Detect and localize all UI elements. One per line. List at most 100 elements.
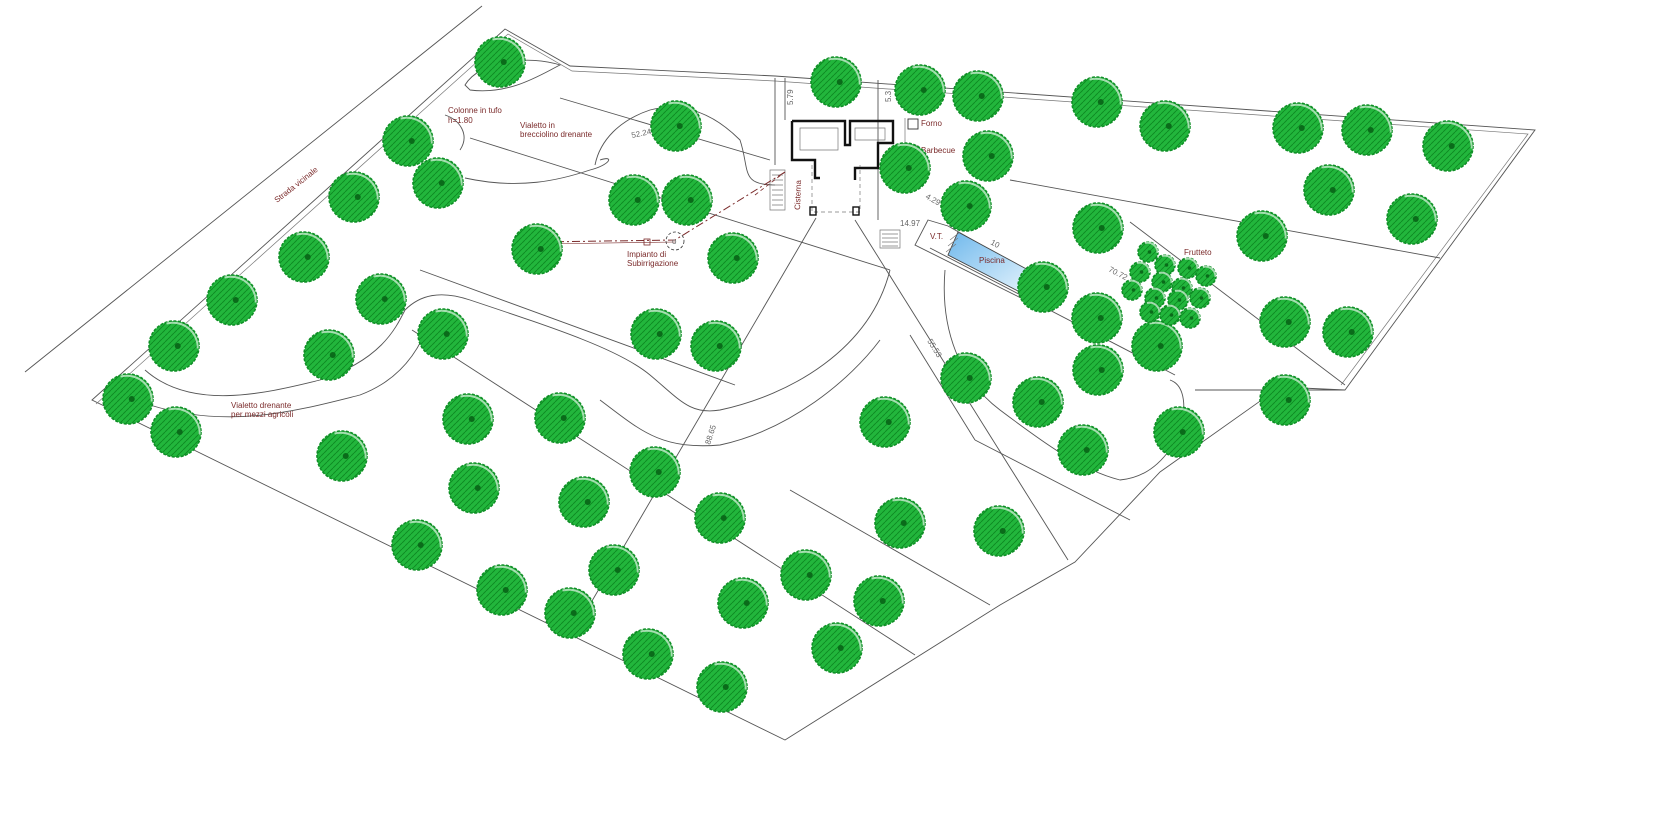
label-piscina: Piscina [979,256,1005,265]
tree-symbol-icon [1012,376,1064,428]
label-vialetto-2: brecciolino drenante [520,130,593,139]
trees [102,36,1474,713]
tree-symbol-icon [1072,344,1124,396]
tree-symbol-icon [558,476,610,528]
tree-symbol-icon [417,308,469,360]
tree-symbol-icon [303,329,355,381]
tree-symbol-icon [622,628,674,680]
tree-symbol-icon [1137,241,1159,263]
tree-symbol-icon [1159,304,1181,326]
tree-symbol-icon [962,130,1014,182]
tree-symbol-icon [940,352,992,404]
label-colonne-2: h=1.80 [448,116,473,125]
label-impianto-1: Impianto di [627,250,666,259]
tree-symbol-icon [853,575,905,627]
svg-text:o: o [672,237,677,246]
tree-symbol-icon [382,115,434,167]
tree-symbol-icon [474,36,526,88]
tree-symbol-icon [629,446,681,498]
tree-symbol-icon [894,64,946,116]
label-vialetto-agr-1: Vialetto drenante [231,401,292,410]
tree-symbol-icon [1139,301,1161,323]
tree-symbol-icon [1236,210,1288,262]
tree-symbol-icon [1272,102,1324,154]
tree-symbol-icon [1121,279,1143,301]
dim-70-72: 70.72 [1107,265,1129,283]
tree-symbol-icon [150,406,202,458]
tree-symbol-icon [1179,307,1201,329]
tree-symbol-icon [476,564,528,616]
tree-symbol-icon [859,396,911,448]
tree-symbol-icon [1153,406,1205,458]
tree-symbol-icon [1259,374,1311,426]
dim-14-97: 14.97 [900,219,921,228]
tree-symbol-icon [696,661,748,713]
tree-symbol-icon [1195,265,1217,287]
tree-symbol-icon [1386,193,1438,245]
tree-symbol-icon [630,308,682,360]
road-edge [24,5,483,373]
dim-52-24: 52.24 [631,127,653,140]
tree-symbol-icon [661,174,713,226]
tree-symbol-icon [1341,104,1393,156]
tree-symbol-icon [448,462,500,514]
irrigation-line: o [539,171,786,251]
tree-symbol-icon [1131,320,1183,372]
label-strada: Strada vicinale [273,165,320,205]
tree-symbol-icon [148,320,200,372]
tree-symbol-icon [278,231,330,283]
dim-55-53: 55.53 [925,337,944,359]
tree-symbol-icon [355,273,407,325]
tree-symbol-icon [1057,424,1109,476]
dim-5-3: 5.3 [884,90,893,102]
tree-symbol-icon [879,142,931,194]
label-vt: V.T. [930,232,943,241]
tree-symbol-icon [940,180,992,232]
tree-symbol-icon [1017,261,1069,313]
tree-symbol-icon [102,373,154,425]
label-forno: Forno [921,119,942,128]
tree-symbol-icon [1422,120,1474,172]
tree-symbol-icon [1259,296,1311,348]
tree-symbol-icon [1189,287,1211,309]
tree-symbol-icon [206,274,258,326]
irrigation-tank-icon [665,231,685,251]
tree-symbol-icon [328,171,380,223]
label-vialetto-1: Vialetto in [520,121,555,130]
tree-symbol-icon [810,56,862,108]
property-boundary [91,28,1536,741]
label-colonne-1: Colonne in tufo [448,106,502,115]
label-barbecue: Barbecue [921,146,956,155]
tree-symbol-icon [1177,257,1199,279]
tree-symbol-icon [316,430,368,482]
tree-symbol-icon [391,519,443,571]
tree-symbol-icon [1071,292,1123,344]
tree-symbol-icon [442,393,494,445]
dim-4-29: 4.29 [924,192,942,208]
tree-symbol-icon [694,492,746,544]
tree-symbol-icon [952,70,1004,122]
tree-symbol-icon [1139,100,1191,152]
tree-symbol-icon [1303,164,1355,216]
label-cisterna: Cisterna [793,179,803,210]
tree-symbol-icon [511,223,563,275]
dim-88-65: 88.65 [703,423,718,445]
tree-symbol-icon [534,392,586,444]
tree-symbol-icon [874,497,926,549]
tree-symbol-icon [588,544,640,596]
tree-symbol-icon [707,232,759,284]
tree-symbol-icon [1322,306,1374,358]
tree-symbol-icon [650,100,702,152]
tree-symbol-icon [412,157,464,209]
tree-symbol-icon [1071,76,1123,128]
tree-symbol-icon [1072,202,1124,254]
label-frutteto: Frutteto [1184,248,1212,257]
tree-symbol-icon [811,622,863,674]
label-vialetto-agr-2: per mezzi agricoli [231,410,293,419]
dim-10: 10 [989,238,1002,250]
tree-symbol-icon [717,577,769,629]
house-plan [769,118,920,249]
tree-symbol-icon [690,320,742,372]
tree-symbol-icon [973,505,1025,557]
